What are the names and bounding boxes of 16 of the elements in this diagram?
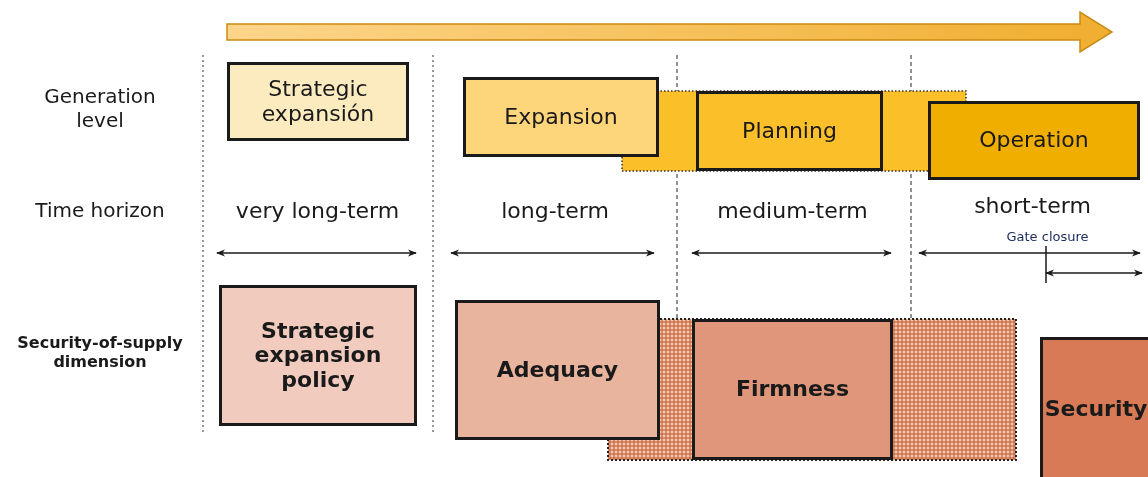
level-box: Operation: [928, 101, 1140, 180]
level-box: Planning: [696, 91, 883, 171]
row-label: Generation level: [43, 84, 157, 132]
dimension-box: Security: [1040, 337, 1148, 477]
dimension-box: Strategic expansion policy: [219, 285, 417, 426]
time-label: medium-term: [716, 198, 869, 225]
dimension-box: Firmness: [692, 319, 893, 460]
row-label: Time horizon: [34, 198, 166, 222]
time-label: short-term: [973, 193, 1092, 220]
row-label: Security-of-supply dimension: [16, 333, 184, 372]
dimension-box: Adequacy: [455, 300, 660, 440]
level-box: Strategic expansión: [227, 62, 409, 141]
marker-label: Gate closure: [1005, 229, 1090, 245]
level-box: Expansion: [463, 77, 659, 157]
time-label: long-term: [500, 198, 610, 225]
time-label: very long-term: [234, 198, 401, 225]
